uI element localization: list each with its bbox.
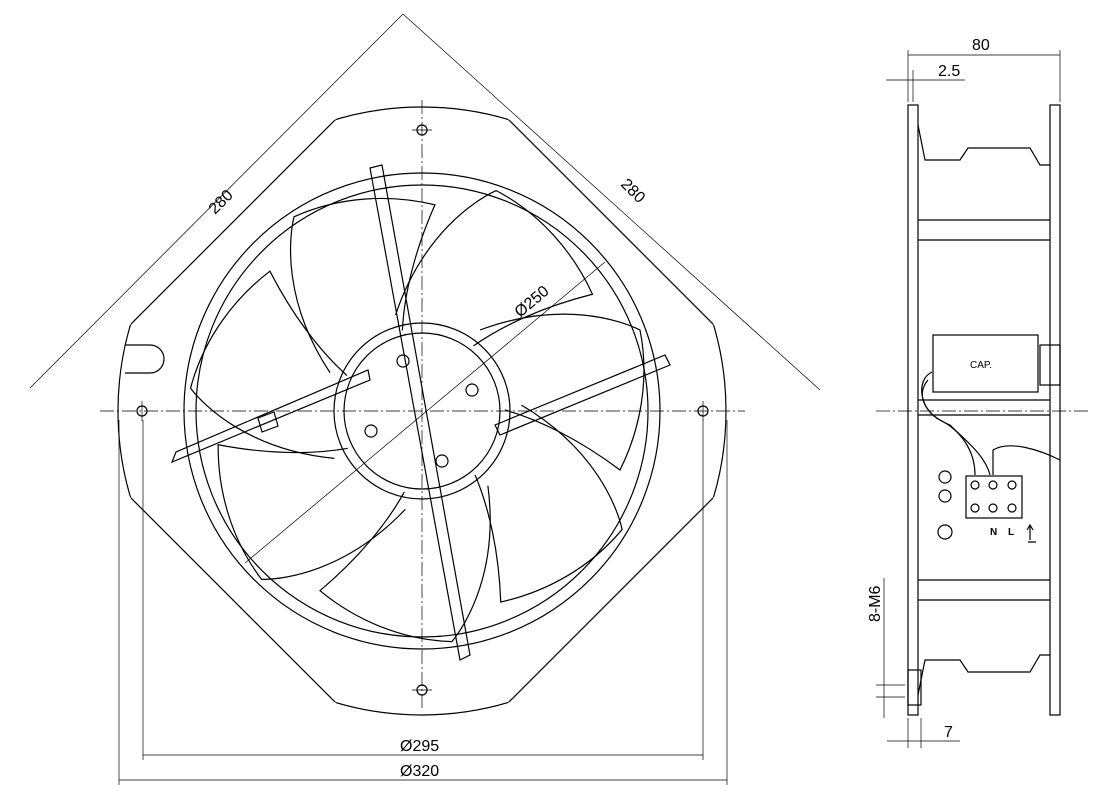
dim-width-right: 280 xyxy=(617,176,648,207)
dim-thread: 8-M6 xyxy=(867,585,884,622)
terminal-block xyxy=(965,475,1023,519)
certification-mark-icon xyxy=(937,524,953,540)
dim-flange: 2.5 xyxy=(938,63,960,80)
dim-outer-diameter: Ø320 xyxy=(400,763,439,780)
guard-struts xyxy=(170,164,671,661)
dim-width-left: 280 xyxy=(206,187,237,218)
cable-grommet xyxy=(125,344,165,374)
screw-symbol-icon xyxy=(938,489,952,503)
dim-depth: 80 xyxy=(972,37,990,54)
hub-screws xyxy=(364,354,479,468)
terminal-screws xyxy=(970,480,1017,513)
front-view: 280 280 Ø250 Ø295 Ø320 xyxy=(29,13,821,785)
housing-outline xyxy=(118,107,726,715)
capacitor xyxy=(932,334,1039,393)
capacitor-clamp xyxy=(1039,344,1061,386)
airflow-arrow-icon xyxy=(1026,523,1036,543)
terminal-label-n: N xyxy=(990,527,997,538)
dim-hole-circle: Ø295 xyxy=(400,738,439,755)
side-view: CAP. N L 80 2.5 8-M6 7 xyxy=(867,37,1090,748)
ground-icon xyxy=(938,470,952,484)
fan-blades xyxy=(189,189,645,643)
threaded-insert xyxy=(907,669,922,706)
terminal-label-l: L xyxy=(1008,527,1014,538)
dim-thread-depth: 7 xyxy=(944,724,953,741)
capacitor-label: CAP. xyxy=(970,360,992,371)
